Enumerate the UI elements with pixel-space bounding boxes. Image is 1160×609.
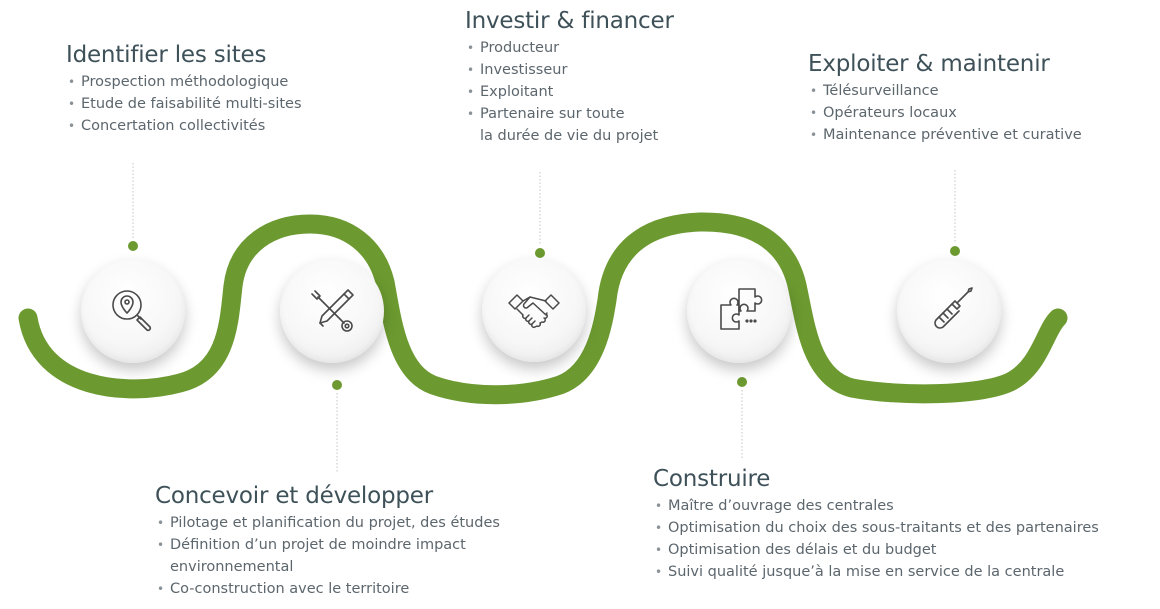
step-title: Concevoir et développer	[155, 483, 434, 509]
icon-circle-concevoir	[280, 259, 384, 363]
handshake-icon	[508, 294, 560, 329]
step-construire: Construire Maître d’ouvrage des centrale…	[653, 466, 1099, 583]
step-bullet-list: Prospection méthodologique Etude de fais…	[66, 71, 302, 137]
puzzle-icon	[720, 288, 763, 330]
screwdriver-icon	[934, 287, 973, 329]
location-search-icon	[112, 290, 152, 332]
step-bullet-list: Télésurveillance Opérateurs locaux Maint…	[808, 80, 1082, 146]
step-title: Exploiter & maintenir	[808, 51, 1050, 77]
bullet-item: Définition d’un projet de moindre impact…	[155, 534, 500, 578]
step-exploiter-maintenir: Exploiter & maintenir Télésurveillance O…	[808, 51, 1082, 146]
marker-dot-1	[128, 241, 138, 251]
bullet-item: Suivi qualité jusque’à la mise en servic…	[653, 561, 1099, 583]
tools-icon	[311, 289, 354, 332]
bullet-item: Exploitant	[465, 81, 674, 103]
bullet-item: Maintenance préventive et curative	[808, 124, 1082, 146]
step-investir-financer: Investir & financer Producteur Investiss…	[465, 8, 674, 147]
bullet-item: Partenaire sur toute la durée de vie du p…	[465, 103, 674, 147]
step-bullet-list: Producteur Investisseur Exploitant Parte…	[465, 37, 674, 147]
bullet-line: la durée de vie du projet	[480, 128, 659, 144]
bullet-line: Définition d’un projet de moindre impact	[170, 537, 466, 553]
marker-dot-3	[950, 246, 960, 256]
step-concevoir-developper: Concevoir et développer Pilotage et plan…	[155, 483, 500, 600]
bullet-item: Investisseur	[465, 59, 674, 81]
step-title: Identifier les sites	[66, 42, 267, 68]
bullet-item: Producteur	[465, 37, 674, 59]
bullet-item: Optimisation du choix des sous-traitants…	[653, 517, 1099, 539]
bullet-item: Opérateurs locaux	[808, 102, 1082, 124]
marker-dot-2	[535, 248, 545, 258]
bullet-item: Prospection méthodologique	[66, 71, 302, 93]
step-bullet-list: Maître d’ouvrage des centrales Optimisat…	[653, 495, 1099, 583]
icon-circle-construire	[687, 259, 791, 363]
bullet-item: Télésurveillance	[808, 80, 1082, 102]
bullet-item: Co-construction avec le territoire	[155, 578, 500, 600]
bullet-item: Concertation collectivités	[66, 115, 302, 137]
step-title: Investir & financer	[465, 8, 674, 34]
bullet-item: Pilotage et planification du projet, des…	[155, 512, 500, 534]
bullet-line: environnemental	[170, 559, 294, 575]
step-identifier-les-sites: Identifier les sites Prospection méthodo…	[66, 42, 302, 137]
icon-circle-exploiter	[897, 259, 1001, 363]
bullet-item: Optimisation des délais et du budget	[653, 539, 1099, 561]
bullet-line: Partenaire sur toute	[480, 106, 625, 122]
green-wave	[18, 212, 1068, 405]
marker-dot-5	[737, 377, 747, 387]
bullet-item: Etude de faisabilité multi-sites	[66, 93, 302, 115]
icon-circle-identifier	[81, 259, 185, 363]
icon-circle-investir	[482, 258, 586, 362]
marker-dot-4	[332, 380, 342, 390]
step-bullet-list: Pilotage et planification du projet, des…	[155, 512, 500, 600]
bullet-item: Maître d’ouvrage des centrales	[653, 495, 1099, 517]
step-title: Construire	[653, 466, 771, 492]
